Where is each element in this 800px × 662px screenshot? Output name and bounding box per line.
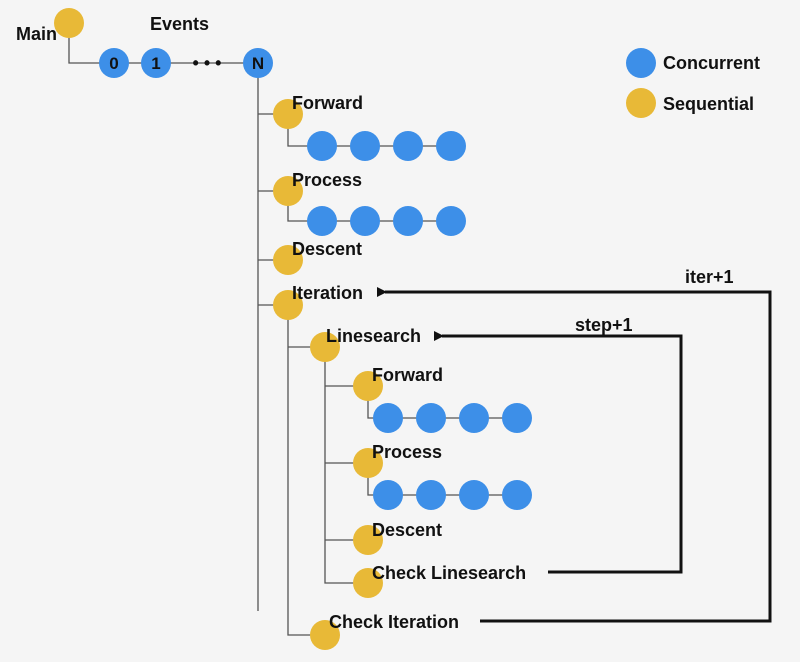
event-label-1: 1 xyxy=(151,54,160,73)
label-check-iteration: Check Iteration xyxy=(329,612,459,632)
process-task-2 xyxy=(350,206,380,236)
ls-process-task-2 xyxy=(416,480,446,510)
forward-task-1 xyxy=(307,131,337,161)
node-ls-process xyxy=(353,448,383,478)
concurrent-nodes xyxy=(99,48,656,510)
process-task-4 xyxy=(436,206,466,236)
node-descent xyxy=(273,245,303,275)
node-check-linesearch xyxy=(353,568,383,598)
ls-process-task-3 xyxy=(459,480,489,510)
event-label-0: 0 xyxy=(109,54,118,73)
node-ls-descent xyxy=(353,525,383,555)
sequential-nodes xyxy=(54,8,656,650)
forward-task-3 xyxy=(393,131,423,161)
ls-process-task-4 xyxy=(502,480,532,510)
label-ls-forward: Forward xyxy=(372,365,443,385)
ls-forward-task-3 xyxy=(459,403,489,433)
label-main: Main xyxy=(16,24,57,44)
node-iteration xyxy=(273,290,303,320)
forward-task-2 xyxy=(350,131,380,161)
legend-concurrent-swatch xyxy=(626,48,656,78)
ls-forward-task-2 xyxy=(416,403,446,433)
node-linesearch xyxy=(310,332,340,362)
iter-loop-arrow xyxy=(377,287,772,623)
node-forward xyxy=(273,99,303,129)
label-descent: Descent xyxy=(292,239,362,259)
events-ellipsis: • • • xyxy=(193,53,222,73)
label-check-linesearch: Check Linesearch xyxy=(372,563,526,583)
label-linesearch: Linesearch xyxy=(326,326,421,346)
event-node-1 xyxy=(141,48,171,78)
event-node-n xyxy=(243,48,273,78)
label-iteration: Iteration xyxy=(292,283,363,303)
label-events: Events xyxy=(150,14,209,34)
node-process xyxy=(273,176,303,206)
label-ls-descent: Descent xyxy=(372,520,442,540)
node-main xyxy=(54,8,84,38)
node-check-iteration xyxy=(310,620,340,650)
ls-forward-task-4 xyxy=(502,403,532,433)
loop-arrows xyxy=(377,287,772,623)
label-iter-loop: iter+1 xyxy=(685,267,734,287)
process-task-1 xyxy=(307,206,337,236)
label-process: Process xyxy=(292,170,362,190)
node-ls-forward xyxy=(353,371,383,401)
legend-sequential-swatch xyxy=(626,88,656,118)
event-node-0 xyxy=(99,48,129,78)
label-step-loop: step+1 xyxy=(575,315,633,335)
ls-process-task-1 xyxy=(373,480,403,510)
label-forward: Forward xyxy=(292,93,363,113)
process-task-3 xyxy=(393,206,423,236)
step-loop-arrow xyxy=(434,331,683,574)
event-label-n: N xyxy=(252,54,264,73)
forward-task-4 xyxy=(436,131,466,161)
label-ls-process: Process xyxy=(372,442,442,462)
legend-concurrent-label: Concurrent xyxy=(663,53,760,73)
ls-forward-task-1 xyxy=(373,403,403,433)
legend-sequential-label: Sequential xyxy=(663,94,754,114)
